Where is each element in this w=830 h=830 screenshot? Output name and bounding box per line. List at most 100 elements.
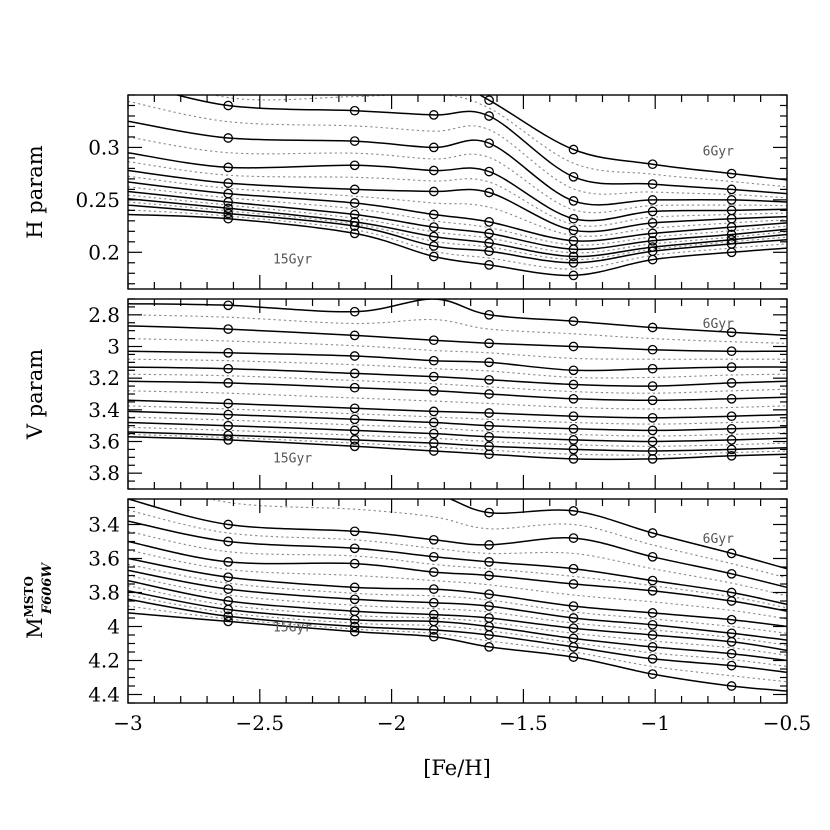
solid-isochrone-5 (128, 380, 787, 402)
dotted-isochrone (128, 100, 787, 199)
data-point-marker (428, 241, 439, 251)
data-point-marker (726, 229, 737, 240)
data-point-marker (428, 428, 439, 439)
data-point-marker (726, 247, 737, 258)
data-point-marker (484, 374, 494, 385)
data-point-marker (223, 611, 234, 622)
panel-frame (127, 298, 788, 490)
data-point-marker (223, 208, 234, 219)
data-point-marker (726, 184, 737, 195)
x-tick-label: −1.5 (499, 711, 548, 735)
data-point-marker (484, 187, 494, 198)
data-point-marker (726, 234, 737, 245)
data-point-marker (647, 228, 658, 239)
data-point-marker (647, 528, 658, 538)
data-point-marker (428, 142, 439, 153)
data-point-marker (568, 613, 579, 623)
solid-isochrone-9 (128, 204, 787, 264)
age-annotation: 15Gyr (273, 621, 312, 636)
data-point-marker (349, 435, 360, 445)
dotted-isochrone (128, 426, 787, 447)
y-tick-label: 4.2 (88, 649, 120, 673)
data-point-marker (484, 309, 494, 320)
dotted-isochrone (128, 136, 787, 214)
data-point-marker (568, 506, 579, 516)
data-point-marker (568, 365, 579, 376)
data-point-marker (647, 344, 658, 355)
data-point-marker (349, 228, 360, 239)
data-point-marker (223, 203, 234, 214)
data-point-marker (223, 398, 234, 409)
data-point-marker (349, 582, 360, 593)
data-point-marker (428, 584, 439, 594)
data-point-marker (726, 346, 737, 357)
data-point-marker (726, 378, 737, 388)
data-point-marker (568, 341, 579, 352)
data-point-marker (484, 449, 494, 460)
data-point-marker (428, 209, 439, 220)
data-point-marker (223, 197, 234, 207)
dotted-isochrone (128, 405, 787, 425)
data-point-marker (349, 403, 360, 414)
solid-isochrone-9 (128, 598, 787, 674)
data-point-marker (568, 563, 579, 574)
data-point-marker (223, 430, 234, 441)
data-point-marker (223, 378, 234, 388)
data-point-marker (223, 100, 234, 111)
solid-isochrone-4 (128, 366, 787, 387)
data-point-marker (223, 409, 234, 420)
data-point-marker (428, 567, 439, 577)
data-point-marker (726, 362, 737, 372)
data-point-marker (568, 423, 579, 434)
data-point-marker (484, 408, 494, 418)
data-point-marker (484, 507, 494, 518)
data-point-marker (484, 642, 494, 652)
data-point-marker (223, 519, 234, 530)
data-point-marker (484, 431, 494, 442)
solid-isochrone-5 (128, 557, 787, 628)
data-point-marker (647, 381, 658, 391)
data-point-marker (568, 251, 579, 262)
data-point-marker (647, 585, 658, 596)
data-point-marker (726, 614, 737, 625)
solid-isochrone-7 (128, 190, 787, 251)
data-point-marker (726, 450, 737, 461)
solid-isochrone-2 (174, 95, 787, 195)
data-point-marker (568, 316, 579, 327)
data-point-marker (726, 636, 737, 647)
data-point-marker (568, 213, 579, 224)
data-point-marker (428, 597, 439, 608)
data-point-marker (349, 614, 360, 625)
data-point-marker (428, 609, 439, 620)
data-point-marker (223, 420, 234, 431)
data-point-marker (349, 184, 360, 195)
data-point-marker (726, 411, 737, 422)
data-point-marker (568, 623, 579, 634)
data-point-marker (647, 630, 658, 640)
data-point-marker (223, 557, 234, 567)
data-point-marker (726, 548, 737, 559)
data-point-marker (568, 444, 579, 455)
y-tick-label: 2.8 (88, 303, 120, 327)
data-point-marker (647, 436, 658, 447)
data-point-marker (428, 110, 439, 120)
x-tick-label: −0.5 (763, 711, 812, 735)
data-point-marker (349, 217, 360, 227)
data-point-marker (349, 160, 360, 171)
data-point-marker (349, 330, 360, 341)
y-tick-label: 3.8 (88, 461, 120, 485)
data-point-marker (647, 179, 658, 189)
data-point-marker (647, 454, 658, 464)
dotted-isochrone (128, 175, 787, 237)
solid-isochrone-9 (128, 431, 787, 452)
data-point-marker (726, 195, 737, 205)
data-point-marker (568, 171, 579, 182)
y-axis-label: V param (23, 349, 47, 440)
age-annotation: 6Gyr (703, 532, 734, 547)
dotted-isochrone (128, 201, 787, 261)
data-point-marker (223, 347, 234, 358)
data-point-marker (647, 575, 658, 586)
data-point-marker (349, 594, 360, 605)
data-point-marker (568, 244, 579, 255)
